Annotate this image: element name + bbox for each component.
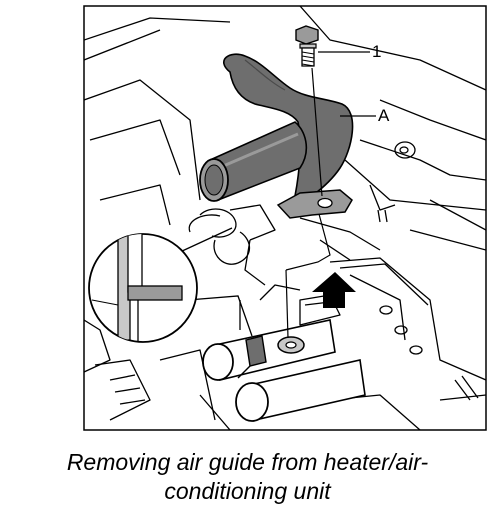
housing-line-art: [84, 6, 486, 430]
leader-lines: [318, 51, 376, 117]
air-guide-flange: [276, 189, 353, 219]
removal-arrow-icon: [312, 272, 356, 308]
outlet-lower-mouth: [235, 382, 269, 422]
caption-line-1: Removing air guide from heater/air-: [66, 449, 429, 475]
illustration-frame: [83, 5, 487, 431]
air-guide-part: [199, 53, 354, 219]
bolt-part: [295, 25, 319, 67]
caption-line-2: conditioning unit: [164, 478, 331, 504]
clip-bracket: [245, 335, 267, 367]
air-guide-upper-bend: [223, 53, 354, 197]
callout-air-guide-label: A: [378, 106, 390, 125]
lower-air-outlets: [202, 319, 366, 422]
outlet-upper-mouth: [202, 343, 234, 381]
figure-caption: Removing air guide from heater/air- cond…: [0, 448, 495, 506]
exploded-view-drawing: [83, 5, 487, 431]
mounting-boss: [277, 336, 305, 354]
callout-bolt-label: 1: [372, 42, 382, 61]
assembly-lines: [285, 67, 331, 339]
detail-magnifier: [88, 227, 253, 343]
